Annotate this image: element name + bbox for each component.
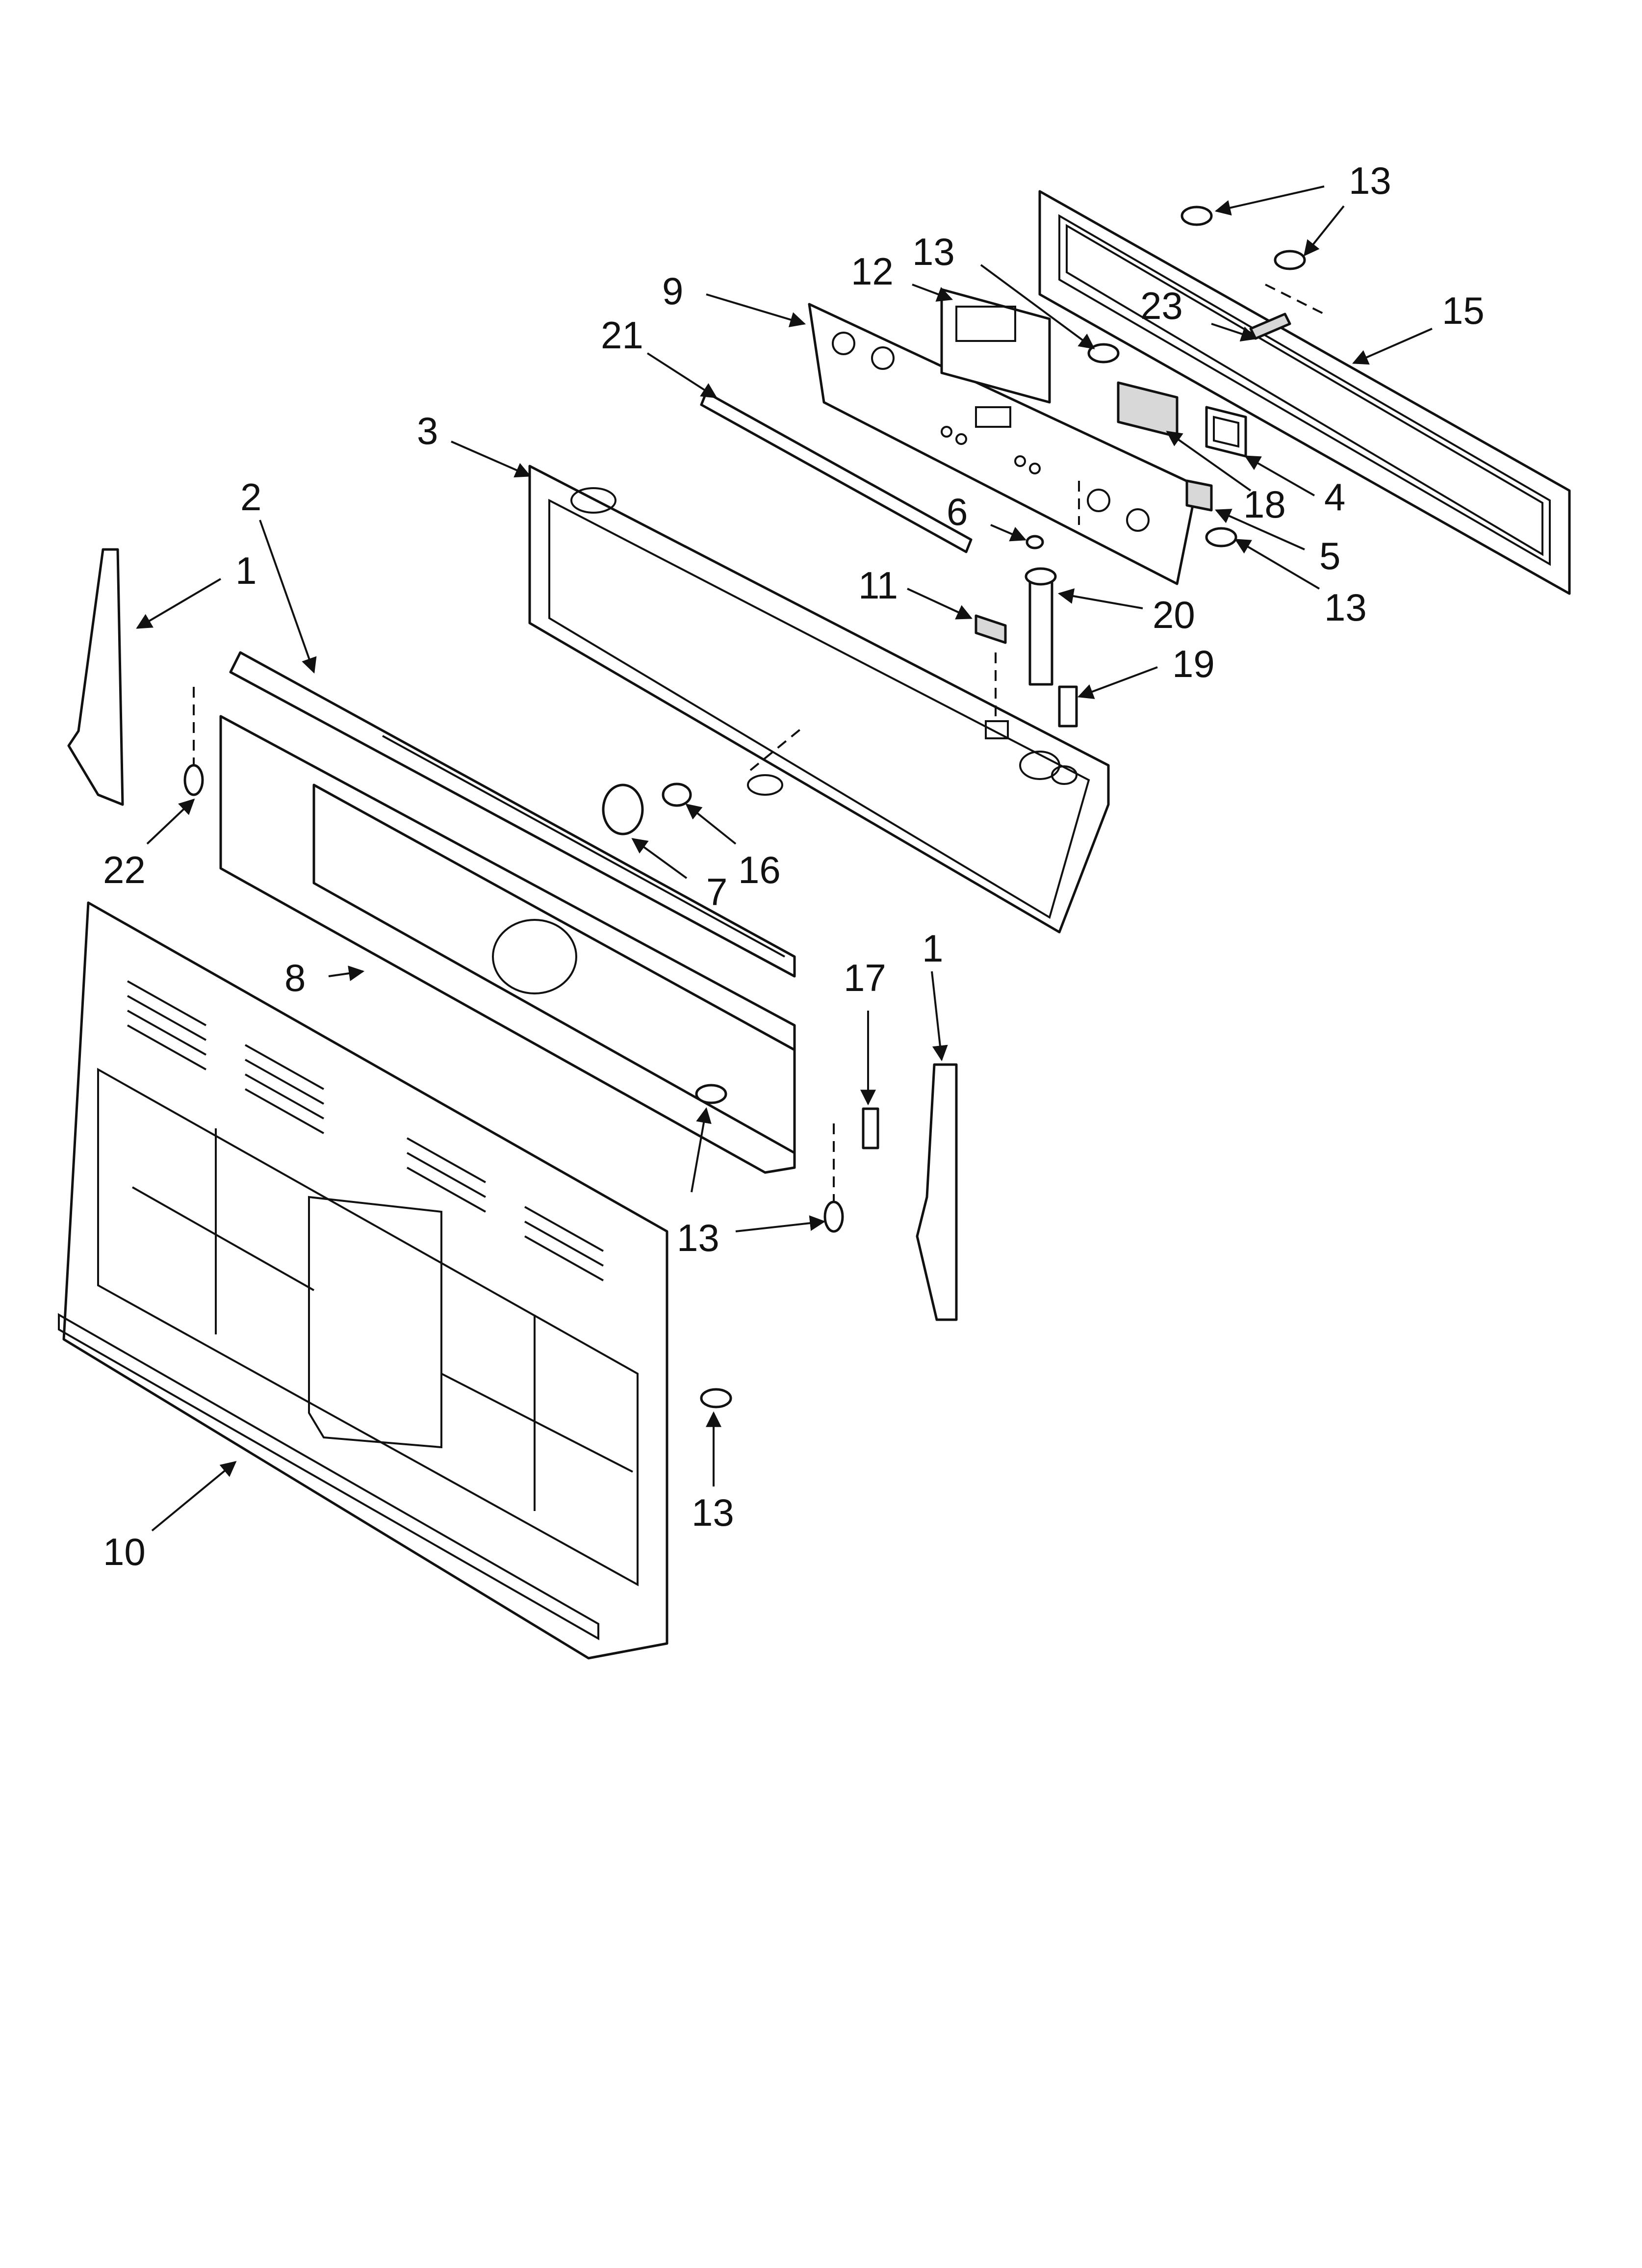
callout-13c: 13 (1324, 586, 1367, 629)
callout-leaders (136, 185, 1433, 1532)
side-trim-right-part (916, 1063, 958, 1321)
callout-12: 12 (851, 250, 894, 293)
rear-panel-part (312, 783, 796, 1154)
callout-13d: 13 (677, 1216, 719, 1259)
callout-16: 16 (738, 848, 781, 891)
rear-frame-part (1038, 190, 1571, 595)
lamp-socket-part (1025, 567, 1057, 686)
display-overlay-part (1117, 381, 1179, 438)
rocker-switch-part (975, 614, 1007, 644)
callout-13a: 13 (1349, 159, 1391, 202)
callout-15: 15 (1442, 289, 1485, 332)
callout-8: 8 (284, 956, 306, 999)
callout-19: 19 (1172, 642, 1215, 685)
screw-icons (183, 206, 1306, 1408)
callout-13b: 13 (912, 230, 955, 273)
callout-17: 17 (844, 956, 886, 999)
callout-labels: 13 13 12 9 23 15 21 3 4 18 6 5 13 2 1 11… (103, 159, 1485, 1573)
electronic-control-part (940, 288, 1051, 404)
assembly-guides (193, 284, 1325, 1202)
knob-insert-part (662, 782, 692, 807)
callout-21: 21 (601, 313, 643, 357)
bracket-part (1185, 479, 1213, 512)
lamp-part (1058, 685, 1078, 728)
control-panel-plate-part (808, 303, 1198, 585)
clip-small-part (862, 1107, 879, 1149)
knob-part (602, 783, 644, 835)
callout-3: 3 (417, 409, 438, 452)
callout-23: 23 (1140, 284, 1183, 327)
callout-7: 7 (706, 870, 727, 913)
callout-20: 20 (1153, 593, 1195, 636)
console-backguard-part (528, 465, 1110, 934)
callout-4: 4 (1324, 475, 1345, 519)
lower-back-panel-part (58, 901, 668, 1660)
callout-1b: 1 (922, 927, 943, 970)
callout-6: 6 (947, 490, 968, 533)
callout-2: 2 (240, 475, 261, 519)
callout-18: 18 (1243, 483, 1286, 526)
callout-5: 5 (1319, 534, 1340, 577)
callout-10: 10 (103, 1530, 146, 1573)
side-trim-left-part (67, 548, 124, 806)
callout-13e: 13 (692, 1491, 734, 1534)
rail-strip-part (700, 391, 973, 553)
callout-1a: 1 (235, 549, 257, 592)
callout-22: 22 (103, 848, 146, 891)
callout-11: 11 (858, 564, 898, 607)
switch-part (1205, 406, 1247, 458)
callout-9: 9 (662, 269, 683, 313)
